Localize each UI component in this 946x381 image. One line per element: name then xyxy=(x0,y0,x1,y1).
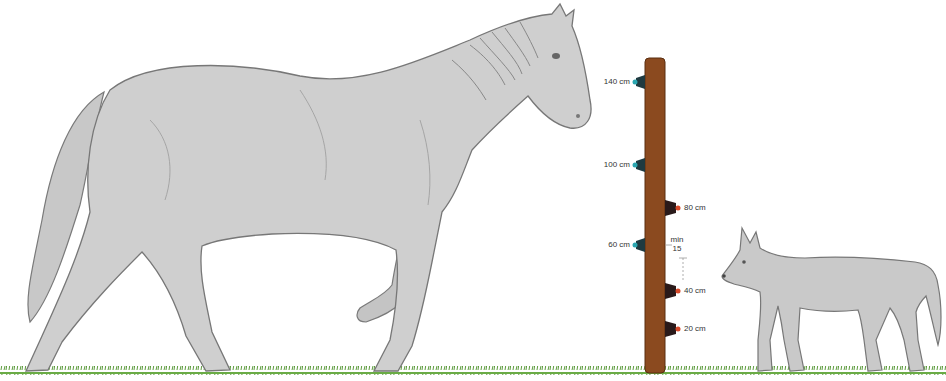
height-label: 140 cm xyxy=(604,78,630,87)
height-label: 80 cm xyxy=(684,204,706,213)
insulators-left xyxy=(633,75,646,252)
horse-muscle-lines xyxy=(150,90,430,205)
ground-line xyxy=(0,372,946,374)
clearance-label: min 15 xyxy=(670,236,684,254)
wolf-body xyxy=(722,228,941,371)
fence-post xyxy=(645,58,665,373)
height-label: 100 cm xyxy=(604,161,630,170)
insulators-right xyxy=(665,200,681,337)
wolf-nose xyxy=(722,274,726,278)
height-label: 40 cm xyxy=(684,287,706,296)
wolf-eye xyxy=(742,260,746,264)
horse-nostril xyxy=(576,114,580,118)
height-label: 60 cm xyxy=(608,241,630,250)
height-label: 20 cm xyxy=(684,325,706,334)
horse-mane xyxy=(452,22,538,100)
horse-eye xyxy=(552,53,560,59)
horse-body xyxy=(26,4,591,371)
